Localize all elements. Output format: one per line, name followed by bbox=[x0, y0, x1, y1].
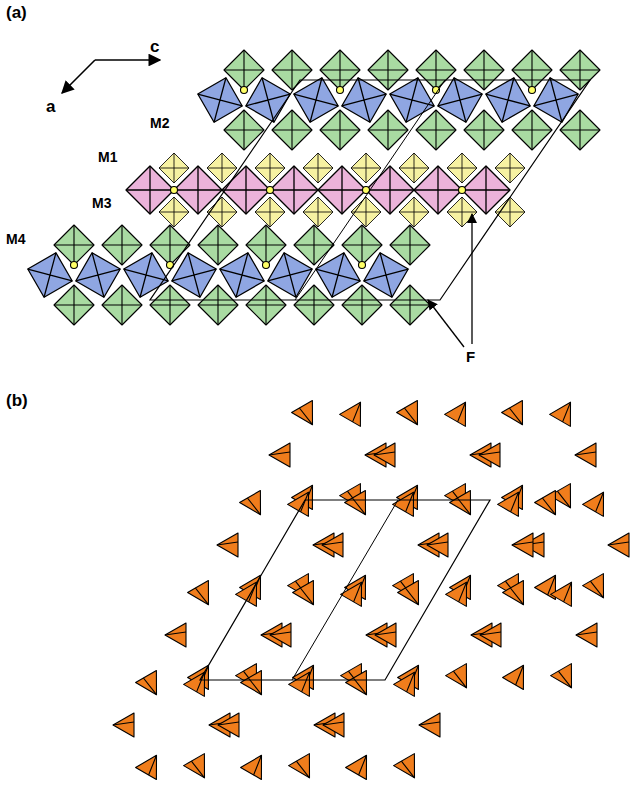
site-label: M3 bbox=[92, 196, 111, 210]
panel-label: (b) bbox=[6, 392, 28, 409]
axis-label: c bbox=[150, 38, 159, 55]
site-label: F bbox=[466, 349, 475, 364]
site-label: M1 bbox=[98, 150, 117, 164]
site-label: M2 bbox=[150, 116, 169, 130]
axis-label: a bbox=[46, 98, 55, 115]
site-label: M4 bbox=[6, 232, 25, 246]
panel-label: (a) bbox=[6, 4, 27, 21]
